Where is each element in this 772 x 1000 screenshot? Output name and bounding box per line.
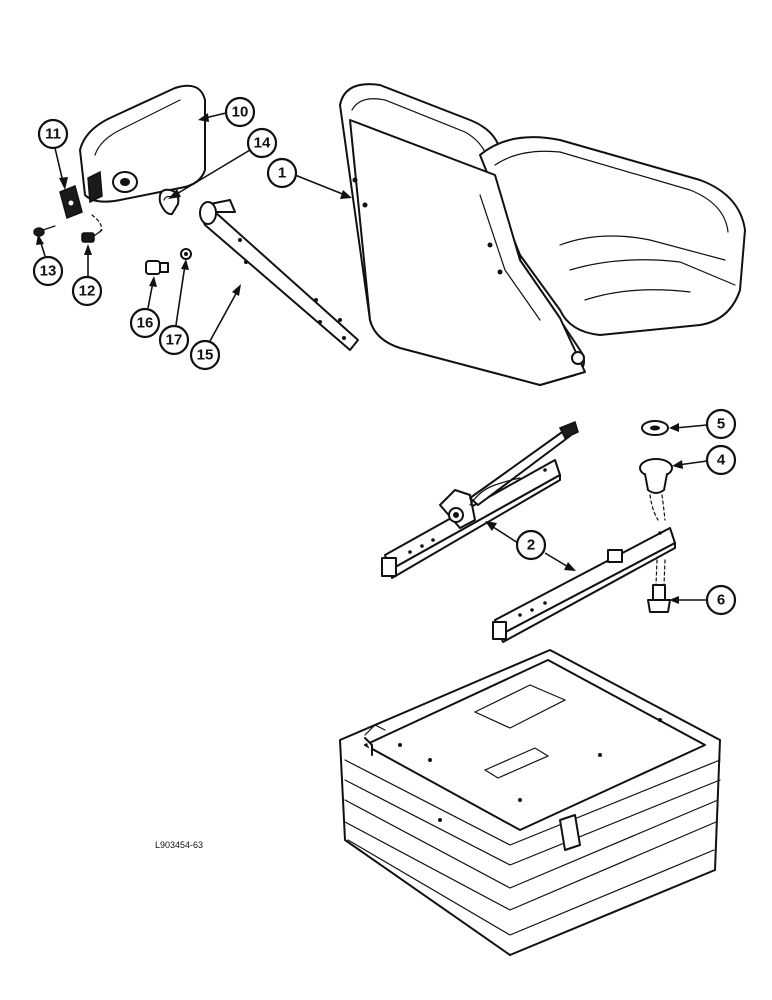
callout-label-17: 17 (166, 332, 183, 349)
callout-2: 2 (485, 521, 576, 571)
callout-11: 11 (37, 118, 69, 190)
callout-4: 4 (672, 444, 737, 476)
screw-16-part (145, 260, 169, 275)
washer-17-part (180, 248, 192, 260)
figure-reference-code: L903454-63 (155, 840, 203, 850)
callout-1: 1 (266, 157, 352, 199)
callout-label-15: 15 (197, 347, 214, 364)
slide-rail-left-part (381, 420, 579, 579)
mounting-plate-part (59, 184, 83, 220)
callout-15: 15 (189, 284, 241, 371)
callout-label-4: 4 (717, 452, 726, 469)
callout-13: 13 (32, 234, 64, 287)
callout-6: 6 (669, 584, 737, 616)
callout-label-16: 16 (137, 315, 154, 332)
callout-label-5: 5 (717, 416, 725, 433)
bolt-6-part (647, 559, 671, 613)
washer-5-part (641, 420, 669, 436)
callout-10: 10 (198, 96, 256, 128)
callout-label-14: 14 (254, 135, 271, 152)
armrest-part (79, 84, 206, 204)
callout-label-10: 10 (232, 104, 249, 121)
callout-12: 12 (71, 244, 103, 307)
suspension-base-part (339, 649, 721, 956)
callout-14: 14 (168, 127, 278, 199)
callout-16: 16 (129, 276, 161, 339)
callout-17: 17 (158, 259, 190, 356)
callout-label-12: 12 (79, 283, 96, 300)
bushing-4-part (639, 458, 673, 521)
armrest-bracket-part (199, 199, 359, 351)
callout-label-11: 11 (45, 126, 61, 143)
callout-5: 5 (669, 408, 737, 440)
callout-label-1: 1 (278, 165, 286, 182)
callout-label-2: 2 (527, 537, 535, 554)
screw-13-part (33, 225, 56, 237)
callout-label-6: 6 (717, 592, 725, 609)
seat-part (339, 83, 746, 386)
callout-label-13: 13 (40, 263, 57, 280)
bolt-12-part (81, 214, 103, 243)
slide-rail-right-part (492, 527, 676, 643)
